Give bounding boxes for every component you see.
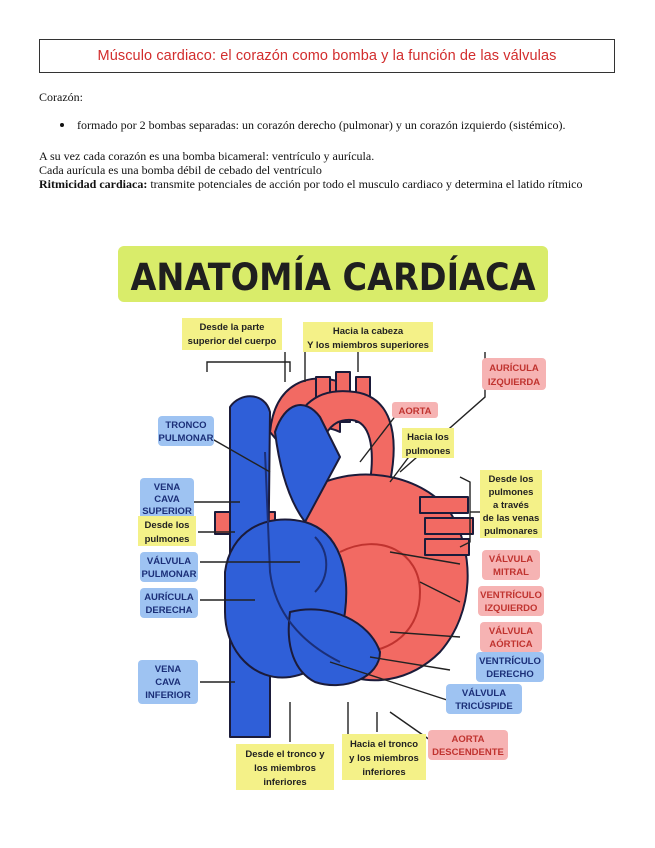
label-auricula-derecha-1: AURÍCULA <box>144 592 194 603</box>
label-ventriculo-izquierdo-1: VENTRÍCULO <box>480 590 542 601</box>
label-hacia-pulmones-1: Hacia los <box>407 432 449 443</box>
label-valvula-aortica-2: AÓRTICA <box>489 638 532 650</box>
septum-line <box>264 451 341 663</box>
label-aorta-descendente-bg <box>428 730 508 760</box>
paragraph-line-2: Cada aurícula es una bomba débil de ceba… <box>39 163 322 177</box>
label-aorta-bg <box>392 402 438 418</box>
title-box: Músculo cardiaco: el corazón como bomba … <box>39 39 615 73</box>
label-desde-pulmones-bg <box>138 516 196 546</box>
rhythmicity-definition: transmite potenciales de acción por todo… <box>147 177 583 191</box>
label-desde-parte-superior-1: Desde la parte <box>200 322 265 333</box>
valve-line <box>314 536 328 593</box>
label-desde-tronco-3: inferiores <box>263 777 306 788</box>
label-hacia-tronco-2: y los miembros <box>349 753 419 764</box>
label-desde-venas-pulmonares-bg <box>480 470 542 538</box>
label-hacia-cabeza-bg <box>303 322 433 352</box>
rhythmicity-term: Ritmicidad cardiaca: <box>39 177 148 191</box>
label-hacia-tronco-1: Hacia el tronco <box>350 739 418 750</box>
paragraph-line-1: A su vez cada corazón es una bomba bicam… <box>39 149 375 163</box>
label-auricula-izquierda-1: AURÍCULA <box>489 363 539 374</box>
label-desde-venas-pulmonares-2: pulmones <box>489 487 534 498</box>
label-valvula-tricuspide-2: TRICÚSPIDE <box>455 700 513 712</box>
label-vena-cava-inferior-3: INFERIOR <box>145 690 191 701</box>
label-aorta-descendente-2: DESCENDENTE <box>432 747 504 758</box>
label-valvula-pulmonar-1: VÁLVULA <box>147 556 191 567</box>
document-title: Músculo cardiaco: el corazón como bomba … <box>97 48 557 64</box>
bullet-dot <box>60 123 64 128</box>
left-ventricle-wall <box>339 543 421 653</box>
label-tronco-pulmonar-bg <box>158 416 214 446</box>
figure-heading: ANATOMÍA CARDÍACA <box>131 255 536 299</box>
right-ventricle <box>287 608 381 687</box>
label-valvula-mitral-2: MITRAL <box>493 567 529 578</box>
label-desde-parte-superior-2: superior del cuerpo <box>188 336 277 347</box>
figure-heading-bg <box>118 246 548 302</box>
label-desde-tronco-2: los miembros <box>254 763 316 774</box>
label-vena-cava-superior-2: CAVA <box>154 494 180 505</box>
label-hacia-pulmones-bg <box>402 428 454 458</box>
label-aorta-descendente-1: AORTA <box>451 734 484 745</box>
label-ventriculo-izquierdo-2: IZQUIERDO <box>485 603 538 614</box>
label-desde-venas-pulmonares-5: pulmonares <box>484 526 538 537</box>
label-valvula-aortica-1: VÁLVULA <box>489 626 533 637</box>
label-desde-pulmones-1: Desde los <box>145 520 190 531</box>
label-auricula-izquierda-bg <box>482 358 546 390</box>
label-desde-venas-pulmonares-4: de las venas <box>483 513 540 524</box>
label-valvula-aortica-bg <box>480 622 542 652</box>
intro-text: Corazón: <box>39 90 83 104</box>
label-auricula-derecha-2: DERECHA <box>146 605 193 616</box>
label-ventriculo-derecho-2: DERECHO <box>486 669 534 680</box>
label-valvula-mitral-bg <box>482 550 540 580</box>
bullet-item: formado por 2 bombas separadas: un coraz… <box>60 118 620 132</box>
label-desde-pulmones-2: pulmones <box>145 534 190 545</box>
label-vena-cava-inferior-1: VENA <box>155 664 182 675</box>
heart-illustration <box>214 371 474 738</box>
label-vena-cava-inferior-2: CAVA <box>155 677 181 688</box>
label-hacia-tronco-3: inferiores <box>362 767 405 778</box>
label-tronco-pulmonar-2: PULMONAR <box>159 433 214 444</box>
pulmonary-vein-right-1 <box>419 496 469 514</box>
paragraph-line-3: Ritmicidad cardiaca: transmite potencial… <box>39 177 619 191</box>
label-aorta: AORTA <box>398 406 431 417</box>
label-valvula-tricuspide-bg <box>446 684 522 714</box>
pulmonary-vein-right-2 <box>424 517 474 535</box>
label-vena-cava-superior-3: SUPERIOR <box>142 506 192 517</box>
label-auricula-izquierda-2: IZQUIERDA <box>488 377 540 388</box>
label-tronco-pulmonar-1: TRONCO <box>165 420 206 431</box>
label-desde-venas-pulmonares-3: a través <box>493 500 529 511</box>
label-auricula-derecha-bg <box>140 588 198 618</box>
label-desde-tronco-bg <box>236 744 334 790</box>
label-vena-cava-superior-1: VENA <box>154 482 181 493</box>
label-desde-venas-pulmonares-1: Desde los <box>489 474 534 485</box>
label-hacia-cabeza-2: Y los miembros superiores <box>307 340 429 351</box>
label-hacia-cabeza-1: Hacia la cabeza <box>333 326 404 337</box>
label-valvula-pulmonar-2: PULMONAR <box>142 569 197 580</box>
label-hacia-pulmones-2: pulmones <box>406 446 451 457</box>
label-hacia-tronco-bg <box>342 734 426 780</box>
label-desde-tronco-1: Desde el tronco y <box>245 749 325 760</box>
heart-anatomy-figure: ANATOMÍA CARDÍACA <box>118 246 548 790</box>
bullet-text: formado por 2 bombas separadas: un coraz… <box>77 118 566 132</box>
label-ventriculo-izquierdo-bg <box>478 586 544 616</box>
label-ventriculo-derecho-1: VENTRÍCULO <box>479 656 541 667</box>
label-vena-cava-superior-bg <box>140 478 194 520</box>
label-desde-parte-superior-bg <box>182 318 282 350</box>
label-vena-cava-inferior-bg <box>138 660 198 704</box>
pulmonary-vein-right-3 <box>424 538 470 556</box>
label-valvula-pulmonar-bg <box>140 552 198 582</box>
label-valvula-tricuspide-1: VÁLVULA <box>462 688 506 699</box>
pulmonary-trunk <box>274 404 341 523</box>
label-ventriculo-derecho-bg <box>476 652 544 682</box>
label-valvula-mitral-1: VÁLVULA <box>489 554 533 565</box>
